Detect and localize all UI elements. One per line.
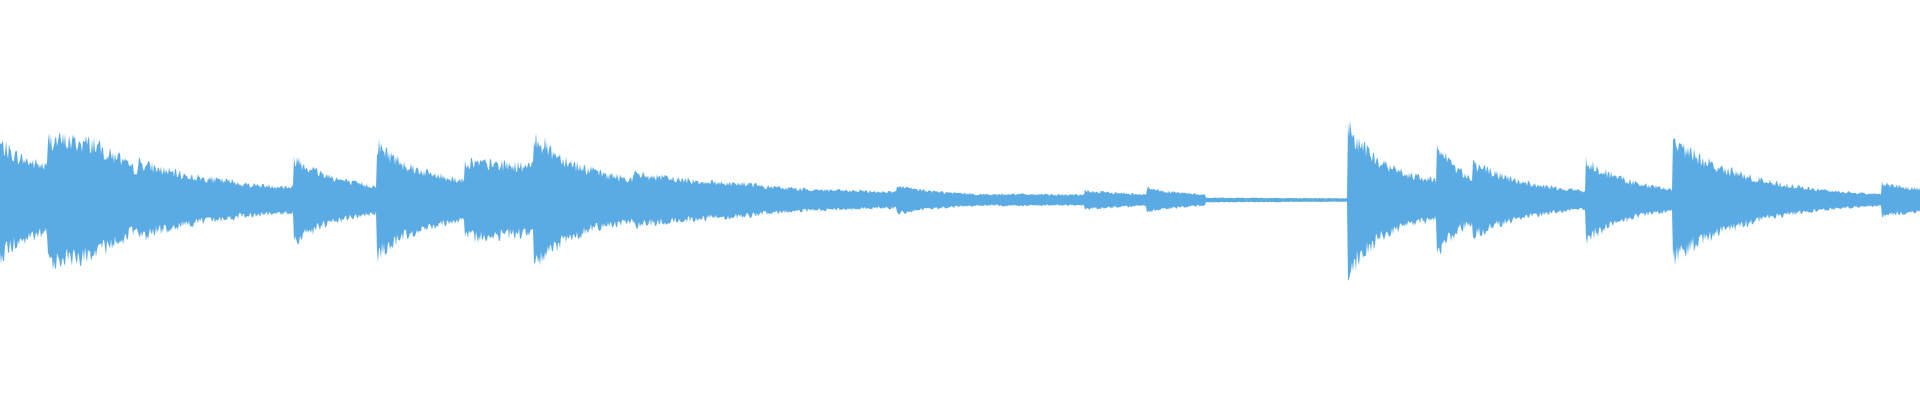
waveform-envelope bbox=[0, 120, 1920, 281]
